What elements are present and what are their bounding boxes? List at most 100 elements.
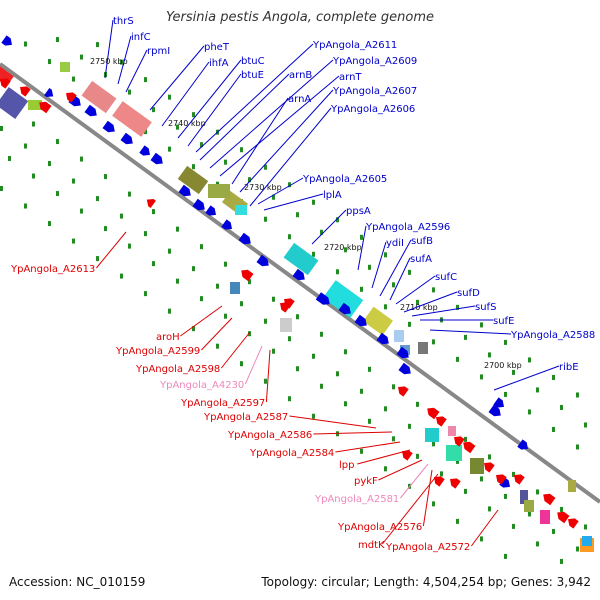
reverse-gene-arrow	[280, 302, 291, 313]
gene-label: YpAngola_A2611	[312, 40, 397, 51]
gc-marker	[384, 466, 387, 472]
feature-cds	[283, 242, 319, 276]
forward-gene-arrow	[488, 404, 501, 417]
gc-marker	[536, 387, 539, 393]
gc-marker	[8, 156, 11, 161]
gc-marker	[408, 269, 411, 275]
forward-gene-arrow	[1, 35, 12, 46]
gc-marker	[312, 353, 315, 359]
feature-cds	[448, 426, 456, 436]
leader-line	[104, 19, 114, 79]
gc-marker	[464, 334, 467, 340]
feature-cds	[112, 101, 152, 137]
gene-label: pheT	[204, 42, 230, 53]
forward-gene-arrow	[396, 346, 409, 359]
feature-cds	[582, 536, 592, 546]
gc-marker	[56, 191, 59, 197]
leader-line	[231, 97, 289, 185]
gene-label: pykF	[354, 476, 378, 487]
gc-marker	[176, 226, 179, 232]
gc-marker	[48, 161, 51, 167]
forward-gene-arrow	[238, 232, 251, 245]
leader-line	[403, 291, 458, 313]
reverse-gene-arrow	[398, 386, 409, 397]
gc-marker	[560, 558, 563, 564]
gc-marker	[560, 506, 563, 512]
accession-text: Accession: NC_010159	[9, 575, 146, 589]
feature-cds	[280, 318, 292, 332]
gc-marker	[80, 208, 83, 214]
feature-cds	[394, 330, 404, 342]
gc-marker	[344, 401, 347, 407]
gc-marker	[264, 164, 267, 170]
gc-marker	[560, 404, 563, 410]
gc-marker	[120, 59, 123, 65]
leader-line	[422, 469, 433, 527]
leader-line	[493, 365, 560, 391]
gene-label: YpAngola_A2584	[249, 448, 334, 459]
leader-line	[357, 449, 411, 465]
gc-marker	[120, 213, 123, 219]
gene-label: sufE	[493, 316, 514, 327]
feature-cds	[568, 480, 576, 492]
gc-marker	[552, 374, 555, 380]
leader-line	[177, 59, 242, 139]
gc-marker	[264, 318, 267, 324]
gc-marker	[104, 226, 107, 232]
gc-marker	[152, 107, 155, 113]
gene-label: sufS	[475, 302, 496, 313]
gc-marker	[24, 203, 27, 209]
gc-marker	[504, 493, 507, 499]
gc-marker	[456, 356, 459, 362]
gc-marker	[288, 182, 291, 188]
gc-marker	[216, 343, 219, 349]
leader-line	[470, 509, 499, 547]
gc-marker	[192, 266, 195, 272]
gc-marker	[440, 471, 443, 477]
reverse-gene-arrow	[66, 92, 77, 103]
gc-marker	[272, 348, 275, 354]
gene-label: YpAngola_A2609	[332, 56, 417, 67]
gc-marker	[168, 94, 171, 100]
gc-marker	[56, 139, 59, 145]
forward-gene-arrow	[493, 397, 504, 408]
gc-marker	[480, 476, 483, 482]
gc-marker	[392, 436, 395, 442]
scale-tick-label: 2730 kbp	[244, 183, 282, 192]
gene-label: ppsA	[346, 206, 371, 217]
gc-marker	[576, 392, 579, 398]
gene-label: YpAngola_A2607	[332, 86, 417, 97]
gc-marker	[384, 252, 387, 258]
gc-marker	[264, 378, 267, 384]
gene-label: sufC	[435, 272, 457, 283]
reverse-gene-arrow	[146, 199, 156, 208]
gc-marker	[512, 369, 515, 375]
leader-line	[161, 61, 210, 127]
gc-marker	[48, 59, 51, 65]
gc-marker	[456, 458, 459, 464]
gene-label: YpAngola_A2599	[115, 346, 200, 357]
gc-marker	[312, 251, 315, 257]
feature-cds	[28, 100, 42, 110]
gc-marker	[384, 304, 387, 310]
forward-gene-arrow	[517, 439, 528, 450]
gc-marker	[336, 217, 339, 223]
feature-cds	[446, 445, 462, 461]
forward-gene-arrow	[221, 219, 232, 230]
feature-cds	[230, 282, 240, 294]
gc-marker	[408, 423, 411, 429]
leader-line	[195, 43, 314, 153]
reverse-gene-arrow	[450, 478, 461, 489]
gc-marker	[432, 287, 435, 293]
forward-gene-arrow	[398, 362, 411, 375]
reverse-gene-arrow	[557, 511, 570, 524]
gc-marker	[384, 406, 387, 412]
gene-label: YpAngola_A2576	[337, 522, 422, 533]
leader-line	[379, 239, 412, 297]
gc-marker	[240, 147, 243, 153]
forward-gene-arrow	[192, 198, 205, 211]
genome-backbone	[0, 62, 600, 504]
gc-marker	[488, 352, 491, 358]
gene-label: arnA	[288, 94, 311, 105]
